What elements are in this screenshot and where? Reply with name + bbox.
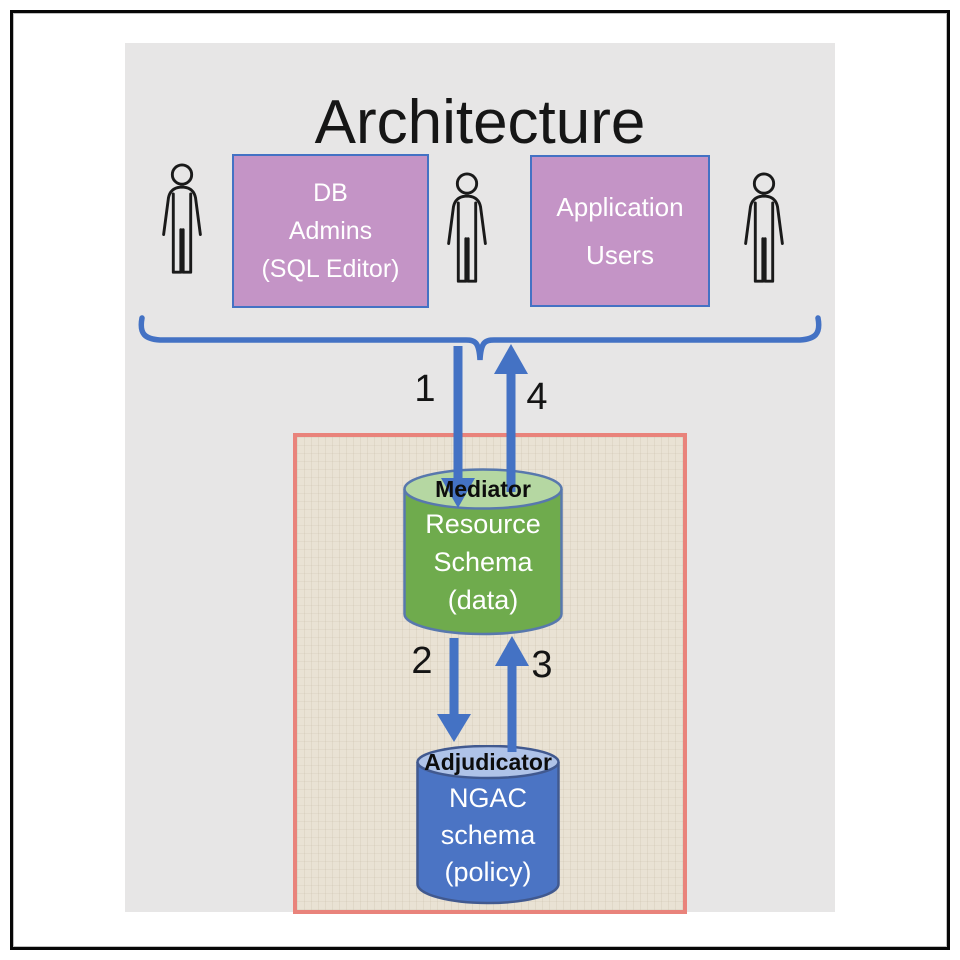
adjudicator-label: Adjudicator bbox=[424, 749, 552, 775]
flow-arrow-2-down-icon bbox=[437, 638, 471, 742]
slide-canvas: Architecture DB Admins (SQL Editor) bbox=[125, 43, 835, 914]
mediator-text-line: (data) bbox=[447, 585, 519, 615]
mediator-text: Resource Schema (data) bbox=[402, 505, 564, 619]
adjudicator-text-line: (policy) bbox=[444, 857, 532, 887]
db-admins-box: DB Admins (SQL Editor) bbox=[232, 154, 429, 308]
flow-arrow-3-up-icon bbox=[495, 636, 529, 752]
app-users-line: Application bbox=[556, 192, 684, 222]
person-icon bbox=[744, 172, 784, 283]
flow-label-2: 2 bbox=[411, 640, 433, 682]
diagram-title: Architecture bbox=[314, 88, 646, 157]
person-icon bbox=[162, 163, 202, 274]
curly-brace-icon bbox=[138, 315, 822, 361]
application-users-box: Application Users bbox=[530, 155, 710, 307]
mediator-label: Mediator bbox=[435, 476, 531, 502]
app-users-line: Users bbox=[586, 240, 654, 270]
person-icon bbox=[447, 172, 487, 283]
mediator-text-line: Resource bbox=[425, 509, 541, 539]
adjudicator-cylinder bbox=[416, 745, 560, 905]
flow-label-3: 3 bbox=[531, 644, 553, 686]
db-admins-line: (SQL Editor) bbox=[261, 255, 400, 283]
adjudicator-text: NGAC schema (policy) bbox=[415, 780, 561, 891]
adjudicator-text-line: schema bbox=[440, 820, 536, 850]
flow-arrow-4-up-icon bbox=[494, 344, 528, 492]
flow-label-1: 1 bbox=[414, 368, 436, 410]
adjudicator-text-line: NGAC bbox=[448, 783, 527, 813]
flow-arrow-1-down-icon bbox=[441, 346, 475, 508]
db-admins-line: DB bbox=[313, 179, 348, 207]
mediator-text-line: Schema bbox=[433, 547, 533, 577]
db-admins-line: Admins bbox=[288, 217, 373, 245]
flow-label-4: 4 bbox=[526, 376, 548, 418]
